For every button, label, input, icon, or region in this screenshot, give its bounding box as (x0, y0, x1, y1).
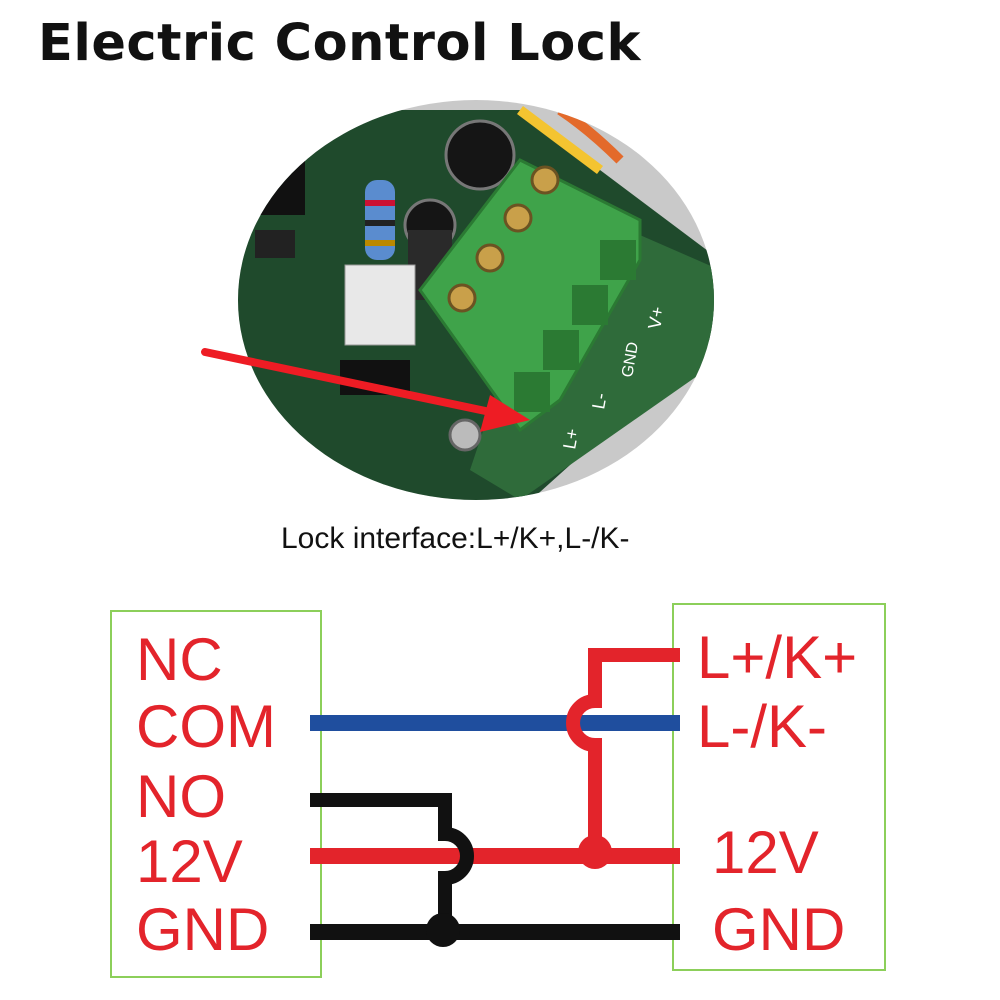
wire-12v-to-l-plus (566, 648, 680, 856)
terminal-no: NO (136, 763, 226, 830)
junction-12v (578, 835, 612, 869)
screw-3 (475, 243, 505, 273)
terminal-12v: 12V (136, 828, 243, 895)
board-label-gnd: GND (619, 341, 642, 379)
terminal-lock-gnd: GND (712, 896, 846, 963)
terminal-gnd: GND (136, 896, 270, 963)
controller-board-photo: L+ L- GND V+ (201, 100, 714, 500)
terminal-nc: NC (136, 626, 223, 693)
junction-gnd (426, 913, 460, 947)
lock-terminal-box (672, 603, 886, 971)
screw-2 (503, 203, 533, 233)
mounting-screw (448, 418, 482, 452)
screw-1 (530, 165, 560, 195)
board-label-l-plus: L+ (559, 427, 582, 451)
board-label-l-minus: L- (588, 391, 610, 410)
terminal-lock-12v: 12V (712, 819, 819, 886)
screw-4 (447, 283, 477, 313)
page-title: Electric Control Lock (38, 14, 641, 73)
terminal-l-minus-k-minus: L-/K- (697, 693, 828, 760)
terminal-l-plus-k-plus: L+/K+ (697, 624, 858, 691)
capacitor-large (444, 119, 516, 191)
board-label-v-plus: V+ (644, 305, 668, 331)
red-arrow-icon (201, 348, 530, 432)
wire-no-to-gnd (310, 793, 474, 932)
lock-interface-caption: Lock interface:L+/K+,L-/K- (281, 522, 630, 555)
white-connector (344, 264, 416, 346)
terminal-block (418, 158, 642, 433)
terminal-com: COM (136, 693, 276, 760)
